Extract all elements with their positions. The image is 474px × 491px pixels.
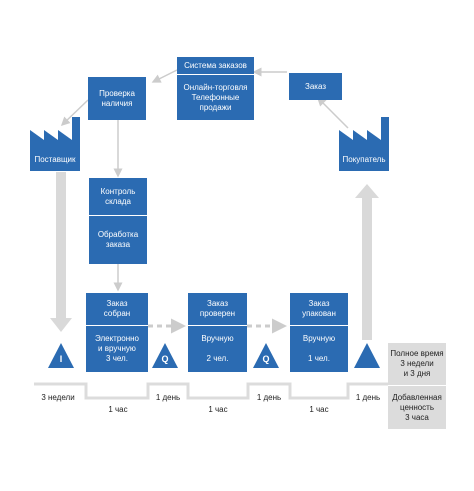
timeline-line xyxy=(34,382,388,400)
order-processing-box: Обработка заказа xyxy=(89,216,147,264)
order-box: Заказ xyxy=(289,73,342,100)
info-arrow-system-to-check xyxy=(151,69,178,83)
customer-label: Покупатель xyxy=(339,148,389,171)
material-arrow-up-to-customer xyxy=(355,184,379,340)
customer-factory-icon xyxy=(339,117,389,148)
process-time-3: 1 час xyxy=(309,405,329,414)
inventory-triangle-4 xyxy=(354,343,380,368)
sales-channels-box: Онлайн-торговля Телефонные продажи xyxy=(177,75,254,120)
info-arrow-check-to-supplier xyxy=(60,99,89,127)
info-arrow-customer-to-order xyxy=(316,96,349,129)
process-2-detail: Вручную 2 чел. xyxy=(188,326,247,372)
process-1-title: Заказ собран xyxy=(86,293,148,325)
wait-time-3: 1 день xyxy=(256,393,282,402)
order-system-box: Система заказов xyxy=(177,57,254,74)
value-added-summary: Добавленная ценность 3 часа xyxy=(388,386,446,429)
process-2-title: Заказ проверен xyxy=(188,293,247,325)
inventory-marker-3: Q xyxy=(262,354,270,364)
process-time-1: 1 час xyxy=(108,405,128,414)
inventory-triangle-1 xyxy=(48,343,74,368)
inventory-triangle-2 xyxy=(152,343,178,368)
process-3-detail: Вручную 1 чел. xyxy=(290,326,348,372)
supplier-factory-icon xyxy=(30,117,80,148)
warehouse-control-box: Контроль склада xyxy=(89,178,147,215)
lead-time-summary: Полное время 3 недели и 3 дня xyxy=(388,343,446,385)
process-3-title: Заказ упакован xyxy=(290,293,348,325)
supplier-label: Поставщик xyxy=(30,148,80,171)
process-time-2: 1 час xyxy=(208,405,228,414)
material-arrow-supplier-down xyxy=(50,172,72,332)
inventory-marker-2: Q xyxy=(161,354,169,364)
inventory-marker-1: I xyxy=(59,354,63,364)
wait-time-2: 1 день xyxy=(155,393,181,402)
availability-check-box: Проверка наличия xyxy=(88,77,146,120)
process-1-detail: Электронно и вручную 3 чел. xyxy=(86,326,148,372)
inventory-triangle-3 xyxy=(253,343,279,368)
wait-time-1: 3 недели xyxy=(41,393,75,402)
wait-time-4: 1 день xyxy=(355,393,381,402)
